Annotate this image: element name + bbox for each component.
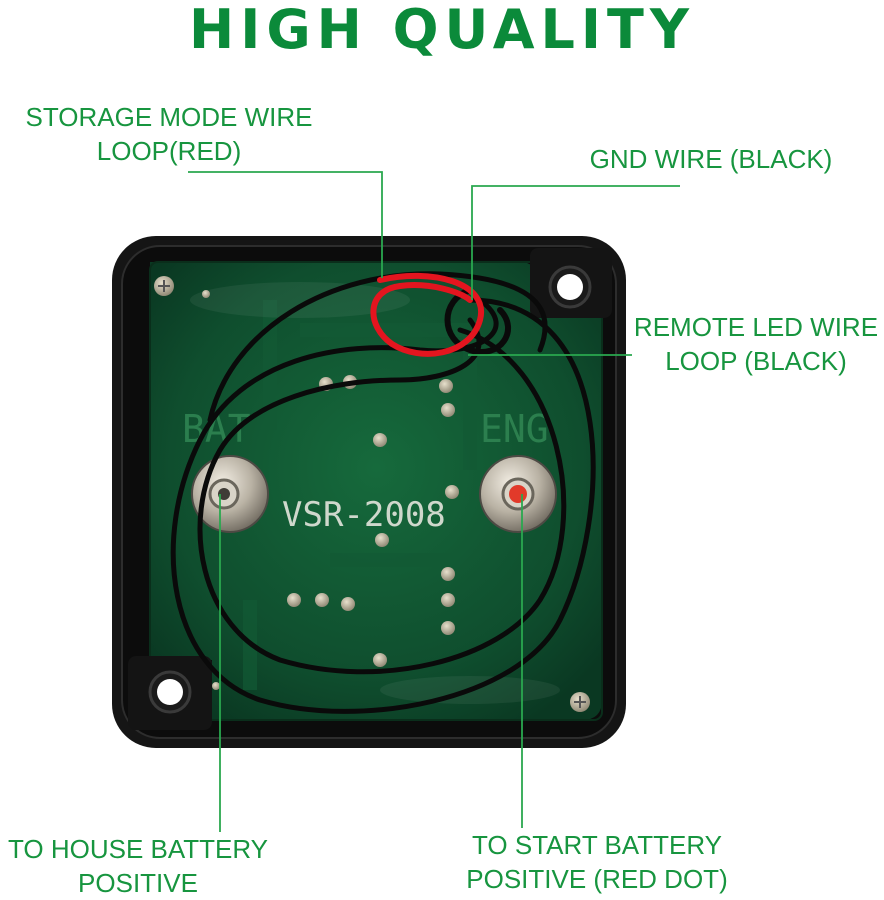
screw-bottom-right <box>570 692 590 712</box>
remote-led-wire-label: REMOTE LED WIRE LOOP (BLACK) <box>630 310 882 378</box>
remote-led-label-line2: LOOP (BLACK) <box>665 346 847 376</box>
page-title: HIGH QUALITY <box>189 0 695 61</box>
wires <box>170 271 596 714</box>
mounting-hole-top-right <box>530 248 612 318</box>
red-dot-icon <box>509 485 527 503</box>
house-battery-label-line1: TO HOUSE BATTERY <box>7 834 269 864</box>
model-number: VSR-2008 <box>282 495 446 535</box>
terminal-label-eng: ENG <box>480 407 549 451</box>
start-battery-label-line2: POSITIVE (RED DOT) <box>466 864 728 894</box>
leader-lines <box>188 171 680 832</box>
screw-top-left <box>154 276 174 296</box>
start-battery-label: TO START BATTERY POSITIVE (RED DOT) <box>454 828 740 896</box>
start-battery-label-line1: TO START BATTERY <box>472 830 722 860</box>
house-battery-label-line2: POSITIVE <box>78 868 198 898</box>
solder-pads <box>202 290 459 690</box>
mounting-hole-bottom-left <box>128 656 212 730</box>
storage-mode-label-line2: LOOP(RED) <box>96 136 242 166</box>
house-battery-label: TO HOUSE BATTERY POSITIVE <box>0 832 276 900</box>
start-battery-terminal <box>479 455 557 533</box>
storage-mode-label-line1: STORAGE MODE WIRE <box>25 102 313 132</box>
gnd-wire-label: GND WIRE (BLACK) <box>568 142 854 176</box>
red-wire-loop <box>370 272 485 357</box>
storage-mode-wire-label: STORAGE MODE WIRE LOOP(RED) <box>4 100 334 168</box>
remote-led-label-line1: REMOTE LED WIRE <box>633 312 879 342</box>
gnd-wire-label-text: GND WIRE (BLACK) <box>589 144 833 174</box>
